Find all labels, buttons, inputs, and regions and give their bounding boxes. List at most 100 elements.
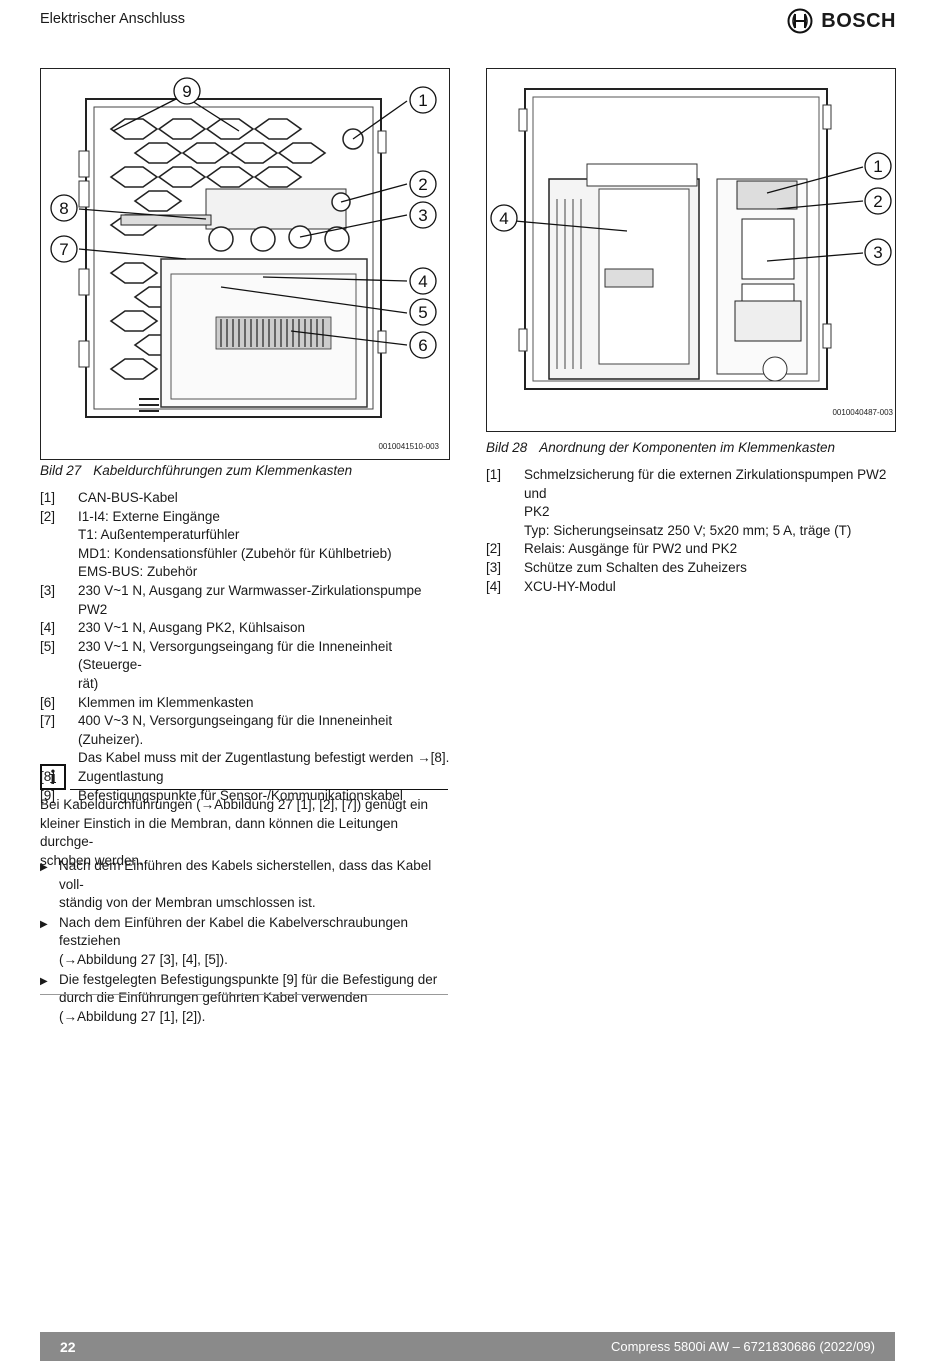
bullet-text: Die festgelegten Befestigungspunkte [9] … [59,971,437,1027]
figure-28-id: 0010040487-003 [832,408,893,417]
legend-item: [3]230 V~1 N, Ausgang zur Warmwasser-Zir… [40,582,450,619]
bullet-text-line: (→Abbildung 27 [3], [4], [5]). [59,951,228,967]
legend-key: [8] [40,768,56,784]
legend-item: [1] Schmelzsicherung für die externen Zir… [486,466,896,540]
legend-text: Befestigungspunkte für Sensor-/Kommunika… [78,787,450,806]
bullet-text-line: ständig von der Membran umschlossen ist. [59,895,316,911]
legend-text-line: Relais: Ausgänge für PW2 und PK2 [524,541,738,557]
legend-key: [1] [40,490,56,505]
bullet-arrow-icon: ▶ [40,918,48,930]
figure-28-caption-number: Bild 28 [486,440,528,455]
legend-text: Schütze zum Schalten des Zuheizers [524,559,896,578]
legend-text-line: Schütze zum Schalten des Zuheizers [524,559,747,575]
figure-27-id: 0010041510-003 [378,442,439,451]
legend-text-line: 230 V~1 N, Versorgungseingang für die In… [78,638,393,673]
figure-27-caption-number: Bild 27 [40,463,82,478]
legend-text-line: I1-I4: Externe Eingänge [78,508,220,524]
brand-name: BOSCH [821,9,896,32]
legend-text-line: PK2 [524,504,550,520]
legend-key: [7] [40,713,56,729]
legend-text: Klemmen im Klemmenkasten [78,694,450,713]
legend-key: [1] [486,467,502,482]
info-end-divider [40,994,448,995]
bullet-arrow-icon: ▶ [40,862,48,873]
legend-text-line: MD1: Kondensationsfühler (Zubehör für Kü… [78,545,392,561]
callout-5: 5 [418,303,427,322]
legend-text-line: Befestigungspunkte für Sensor-/Kommunika… [78,787,403,803]
legend-key: [4] [40,620,56,636]
legend-key: [5] [40,638,56,654]
callout-4: 4 [499,209,508,228]
bullet-text-line: Nach dem Einführen des Kabels sicherstel… [59,858,432,892]
bullet-item: ▶ Die festgelegten Befestigungspunkte [9]… [40,971,450,1027]
component-layout-drawing: 1 2 3 4 [490,88,892,390]
legend-text: 230 V~1 N, Ausgang PK2, Kühlsaison [78,619,450,638]
info-paragraph-line: Bei Kabeldurchführungen (→Abbildung 27 [… [40,797,429,812]
legend-text-line: Klemmen im Klemmenkasten [78,694,254,710]
callout-2: 2 [418,175,427,194]
legend-text-line: Das Kabel muss mit der Zugentlastung bef… [78,750,450,766]
bullet-item: ▶ Nach dem Einführen des Kabels sicherste… [40,857,450,913]
info-paragraph: Bei Kabeldurchführungen (→Abbildung 27 [… [40,796,440,870]
figure-28-caption-text: Anordnung der Komponenten im Klemmenkast… [539,440,835,455]
document-reference: Compress 5800i AW – 6721830686 (2022/09) [610,1339,875,1354]
info-paragraph-line: kleiner Einstich in die Membran, dann kö… [40,815,398,850]
bosch-armature-icon [787,8,813,34]
bullet-text: Nach dem Einführen des Kabels sicherstel… [59,857,450,913]
legend-item: [6]Klemmen im Klemmenkasten [40,694,450,713]
legend-text-line: 400 V~3 N, Versorgungseingang für die In… [78,713,393,747]
legend-key: [9] [40,787,56,803]
legend-text-line: Schmelzsicherung für die externen Zirkul… [524,467,887,501]
info-icon: i [40,764,66,790]
figure-27-image: 9 1 2 3 4 5 6 8 7 0010041510-003 [40,68,450,460]
bullet-text: Nach dem Einführen der Kabel die Kabelve… [59,914,450,970]
legend-text-line: rät) [78,675,99,691]
legend-text: XCU-HY-Modul [524,578,896,597]
callout-3: 3 [418,206,427,225]
legend-item: [2] Relais: Ausgänge für PW2 und PK2 [486,540,896,559]
callout-1: 1 [418,91,427,110]
legend-text: 230 V~1 N, Versorgungseingang für die In… [78,638,450,694]
brand-logo: BOSCH [787,8,896,34]
legend-item: [9] Befestigungspunkte für Sensor-/Kommun… [40,787,450,806]
page-footer: 22 Compress 5800i AW – 6721830686 (2022/… [40,1332,895,1361]
bullet-text-line: durch die Einführungen geführten Kabel v… [59,990,368,1006]
callout-4: 4 [418,272,427,291]
legend-text-line: XCU-HY-Modul [524,578,616,594]
bullet-text-line: Die festgelegten Befestigungspunkte [9] … [59,971,438,987]
legend-item: [4] 230 V~1 N, Ausgang PK2, Kühlsaison [40,619,450,638]
figure-28-caption: Bild 28 Anordnung der Komponenten im Klem… [486,440,835,455]
callout-9: 9 [182,82,191,101]
legend-text: CAN-BUS-Kabel [78,489,450,508]
page-number: 22 [60,1338,76,1355]
terminal-box-drawing: 9 1 2 3 4 5 6 8 7 [50,77,437,418]
legend-text-line: CAN-BUS-Kabel [78,490,178,505]
legend-item: [5] 230 V~1 N, Versorgungseingang für die… [40,638,450,694]
figure-27-caption-text: Kabeldurchführungen zum Klemmenkasten [93,463,353,478]
legend-text-line: 230 V~1 N, Ausgang zur Warmwasser-Zirkul… [78,582,422,617]
bullet-text-line: Nach dem Einführen der Kabel die Kabelve… [59,914,408,949]
legend-text: 230 V~1 N, Ausgang zur Warmwasser-Zirkul… [78,582,450,619]
bullet-arrow-icon: ▶ [40,975,48,987]
info-paragraph-line: schoben werden. [40,852,143,868]
figure-28-legend: [1] Schmelzsicherung für die externen Zir… [486,466,896,596]
info-bullet-list: ▶ Nach dem Einführen des Kabels sicherste… [40,857,450,1027]
legend-key: [2] [40,508,56,524]
legend-key: [2] [486,541,502,557]
info-divider [70,789,448,790]
legend-key: [4] [486,578,502,594]
callout-7: 7 [59,240,68,259]
legend-item: [8] Zugentlastung [40,768,450,787]
page-header-title: Elektrischer Anschluss [40,11,186,27]
callout-2: 2 [873,192,882,211]
legend-text-line: T1: Außentemperaturfühler [78,527,240,543]
legend-item: [7] 400 V~3 N, Versorgungseingang für die… [40,712,450,768]
callout-8: 8 [59,199,68,218]
legend-text: 400 V~3 N, Versorgungseingang für die In… [78,712,450,768]
legend-text: Relais: Ausgänge für PW2 und PK2 [524,540,896,559]
figure-27-legend: [1] CAN-BUS-Kabel [2] I1-I4: Externe Eingän… [40,489,450,805]
legend-text: Zugentlastung [78,768,450,787]
figure-27-caption: Bild 27 Kabeldurchführungen zum Klemmenka… [40,463,352,478]
